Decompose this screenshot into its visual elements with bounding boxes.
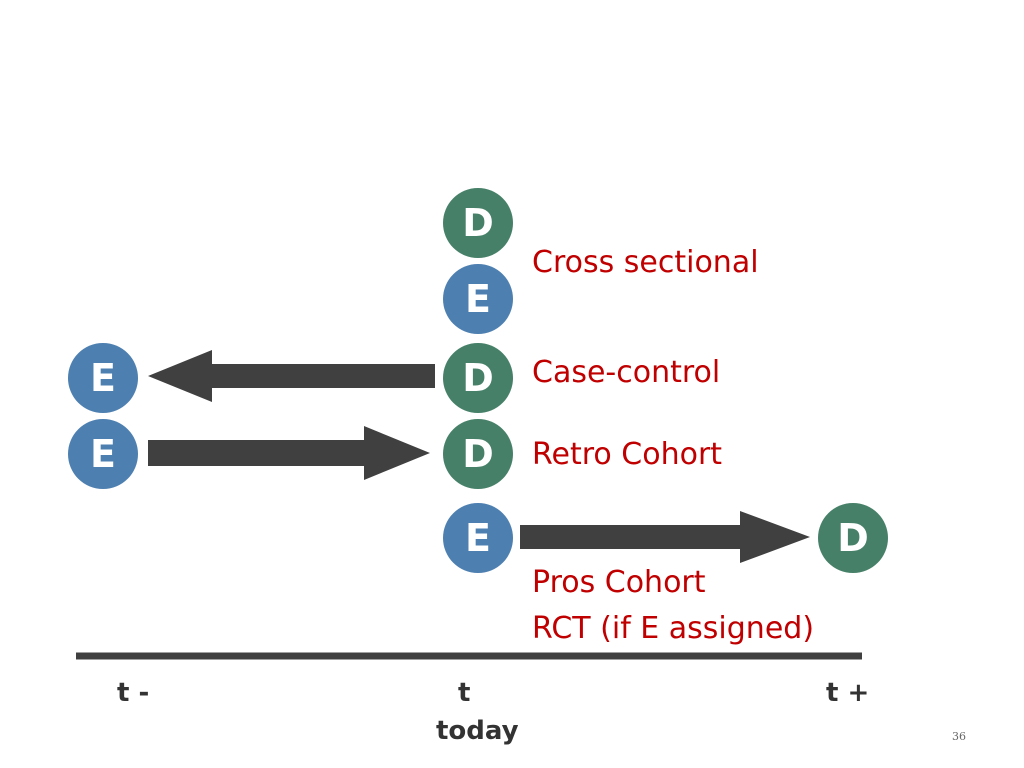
case-control-arrow [148, 350, 435, 402]
retro-cohort-label: Retro Cohort [532, 437, 723, 472]
retro-cohort-exposure-node: E [68, 419, 138, 489]
case-control-label: Case-control [532, 355, 721, 390]
pros-cohort-label: Pros Cohort [532, 565, 706, 600]
timeline-now-label: t [458, 678, 471, 708]
pros-cohort-arrow [520, 511, 810, 563]
timeline-today-caption: today [436, 716, 519, 746]
timeline-future-label: t + [826, 678, 870, 708]
cross-sectional-label: Cross sectional [532, 245, 759, 280]
retro-cohort-disease-node: D [443, 419, 513, 489]
retro-cohort-arrow [148, 426, 430, 480]
timeline-past-label: t - [117, 678, 150, 708]
pros-cohort-exposure-node: E [443, 503, 513, 573]
case-control-exposure-node: E [68, 343, 138, 413]
case-control-disease-node: D [443, 343, 513, 413]
pros-cohort-disease-node: D [818, 503, 888, 573]
page-number: 36 [952, 730, 966, 743]
cross-sectional-disease-node: D [443, 188, 513, 258]
cross-sectional-exposure-node: E [443, 264, 513, 334]
rct-label: RCT (if E assigned) [532, 611, 815, 646]
